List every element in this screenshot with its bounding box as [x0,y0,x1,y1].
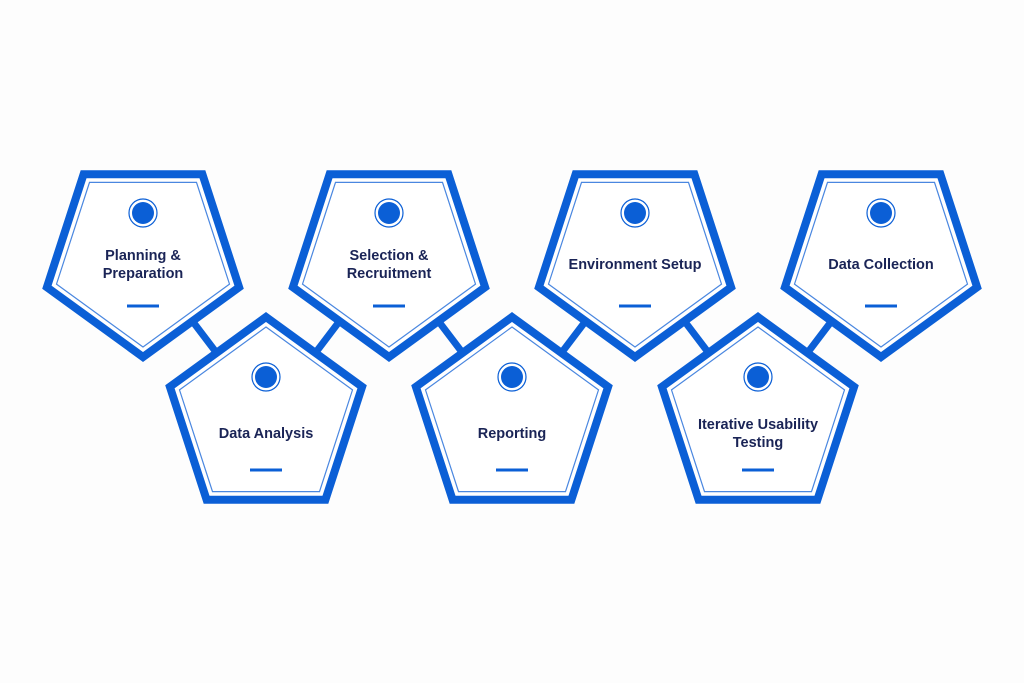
circle-dot-fill [255,366,277,388]
circle-dot-fill [132,202,154,224]
pentagon-inner [547,181,723,348]
pentagon-outer [165,312,367,504]
circle-dot-fill [501,366,523,388]
pentagon-inner [55,181,231,348]
circle-dot-fill [747,366,769,388]
step-label-collection: Data Collection [828,257,934,273]
step-label-planning: Planning & Preparation [102,248,184,282]
pentagon-inner [793,181,969,348]
step-planning [42,170,244,362]
step-selection [288,170,490,362]
pentagon-outer [411,312,613,504]
step-collection [780,170,982,362]
step-label-selection: Selection & Recruitment [346,248,432,282]
circle-dot-fill [378,202,400,224]
step-iterative [657,312,859,504]
pentagon-inner [670,326,846,493]
step-label-reporting: Reporting [477,426,547,442]
step-label-iterative: Iterative Usability Testing [697,417,819,451]
pentagon-inner [178,326,354,493]
pentagon-inner [424,326,600,493]
step-analysis [165,312,367,504]
step-label-environment: Environment Setup [568,257,702,273]
pentagon-outer [657,312,859,504]
step-reporting [411,312,613,504]
circle-dot-fill [624,202,646,224]
circle-dot-fill [870,202,892,224]
pentagon-inner [301,181,477,348]
step-environment [534,170,736,362]
step-label-analysis: Data Analysis [218,426,314,442]
